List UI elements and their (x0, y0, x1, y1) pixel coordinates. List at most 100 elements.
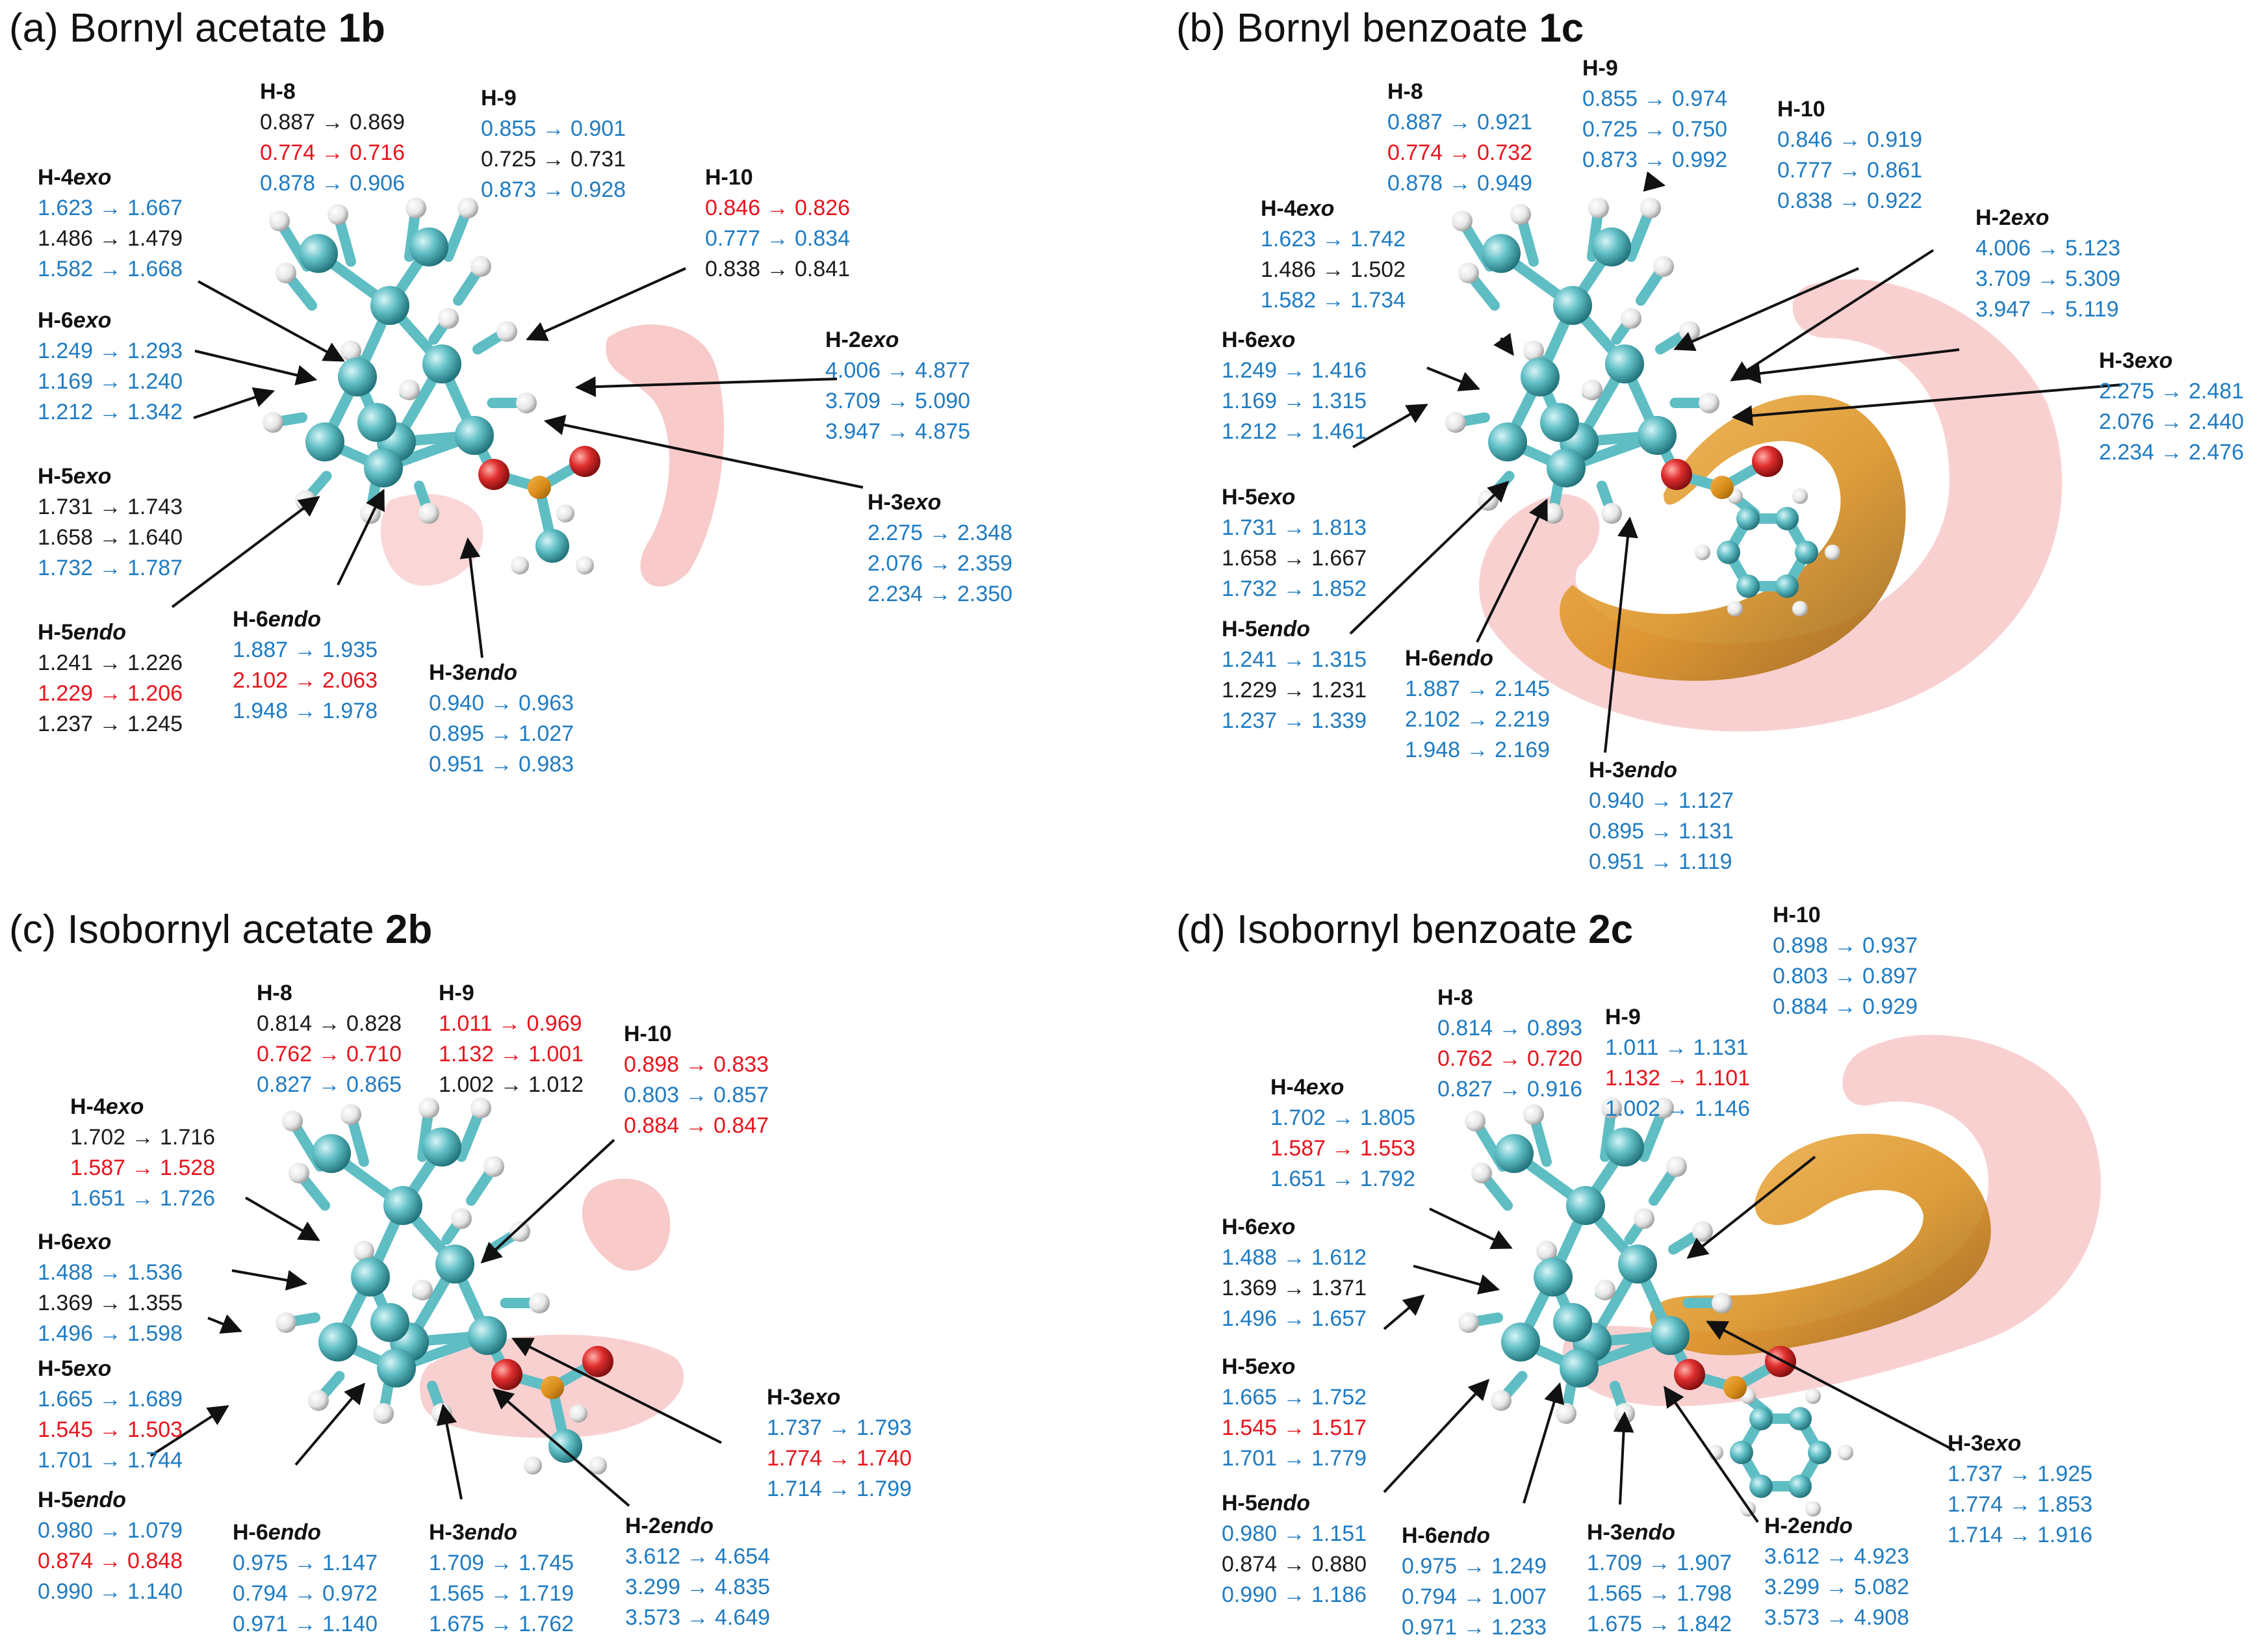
carbonyl-carbon (1723, 1376, 1747, 1399)
hydrogen-atom (373, 1403, 394, 1424)
shift-value: 0.990 → 1.186 (1222, 1582, 1367, 1607)
carbon-atom (377, 1349, 416, 1387)
proton-name: H-5endo (38, 620, 127, 645)
shift-value: 1.714 → 1.799 (767, 1477, 912, 1501)
oxygen-atom (478, 459, 509, 490)
shift-value: 3.947 → 5.119 (1975, 297, 2119, 322)
hydrogen-atom (289, 1163, 309, 1183)
oxygen-atom (569, 446, 600, 477)
pointer-arrow (294, 1382, 366, 1466)
shift-value: 1.249 → 1.293 (38, 339, 183, 363)
proton-name: H-3endo (1587, 1520, 1676, 1545)
hydrogen-atom (1595, 1280, 1615, 1300)
shift-value: 1.582 → 1.668 (38, 257, 183, 281)
shift-value: 1.369 → 1.371 (1222, 1276, 1367, 1300)
shield-a-1 (606, 324, 725, 587)
proton-name: H-2exo (1975, 205, 2050, 230)
shift-value: 1.665 → 1.752 (1222, 1385, 1367, 1410)
shift-value: 1.948 → 1.978 (233, 699, 378, 723)
carbon-atom (1788, 1407, 1812, 1431)
hydrogen-atom (569, 1404, 587, 1423)
carbonyl-carbon (528, 476, 551, 499)
shift-value: 1.658 → 1.640 (38, 525, 183, 550)
pointer-arrow (1429, 1207, 1513, 1249)
carbon-atom (1553, 1303, 1592, 1342)
hydrogen-atom (470, 256, 491, 277)
hydrogen-atom (589, 1456, 607, 1475)
carbon-atom (1566, 1186, 1605, 1225)
carbon-atom (1736, 574, 1760, 598)
proton-name: H-8 (260, 79, 296, 104)
carbon-atom (409, 227, 448, 266)
shift-value: 1.737 → 1.793 (767, 1415, 912, 1440)
carbon-atom (1553, 286, 1592, 325)
shift-value: 2.076 → 2.359 (868, 551, 1013, 576)
proton-name: H-6endo (1405, 646, 1494, 671)
shielding-surfaces (380, 279, 2101, 1438)
shift-value: 0.725 → 0.731 (481, 147, 626, 172)
shift-value: 1.623 → 1.742 (1261, 227, 1406, 252)
shield-d-outer (1562, 1035, 2101, 1406)
proton-name: H-4exo (1261, 196, 1335, 221)
shift-value: 3.947 → 4.875 (825, 419, 971, 444)
hydrogen-atom (524, 1456, 542, 1475)
hydrogen-atom (1621, 308, 1641, 329)
oxygen-atom (491, 1359, 522, 1390)
shift-value: 1.545 → 1.517 (1222, 1415, 1367, 1440)
shift-value: 0.774 → 0.716 (260, 140, 405, 165)
shift-value: 0.898 → 0.833 (624, 1052, 769, 1077)
pointer-arrow (492, 1387, 630, 1507)
pointer-arrow (193, 387, 276, 419)
shift-value: 0.895 → 1.131 (1589, 819, 1734, 844)
carbon-atom (1501, 1323, 1540, 1362)
shift-value: 1.709 → 1.745 (429, 1551, 574, 1575)
shift-value: 0.855 → 0.901 (481, 116, 626, 141)
hydrogen-atom (431, 1403, 452, 1424)
hydrogen-atom (556, 504, 574, 523)
hydrogen-atom (1588, 198, 1609, 218)
carbon-atom (1605, 344, 1644, 383)
shift-value: 0.980 → 1.079 (38, 1518, 183, 1543)
pointer-arrow (1523, 1382, 1565, 1504)
pointer-arrow (1426, 367, 1480, 392)
panel-c-title: (c) Isobornyl acetate 2b (9, 907, 433, 952)
shift-value: 0.814 → 0.828 (257, 1011, 402, 1036)
shift-value: 1.169 → 1.315 (1222, 389, 1367, 413)
shift-value: 0.794 → 0.972 (233, 1581, 378, 1606)
shift-value: 1.774 → 1.853 (1948, 1492, 2093, 1517)
shift-value: 0.803 → 0.897 (1773, 964, 1918, 988)
shield-d-inner (1650, 1133, 1991, 1356)
pointer-arrow (1383, 1294, 1425, 1330)
shift-value: 1.169 → 1.240 (38, 369, 183, 394)
hydrogen-atom (1727, 600, 1743, 617)
proton-name: H-5endo (1222, 1491, 1311, 1516)
shift-value: 0.874 → 0.880 (1222, 1552, 1367, 1577)
shield-b-outer (1479, 279, 2063, 732)
proton-name: H-5endo (1222, 617, 1311, 641)
shift-value: 1.948 → 2.169 (1405, 738, 1550, 762)
shift-value: 2.234 → 2.350 (868, 582, 1013, 606)
hydrogen-atom (1666, 1156, 1687, 1177)
hydrogen-atom (1712, 1293, 1732, 1313)
hydrogen-atom (399, 380, 420, 400)
shift-value: 1.587 → 1.553 (1270, 1136, 1416, 1161)
proton-name: H-3endo (429, 1520, 518, 1545)
shift-value: 0.887 → 0.869 (260, 110, 405, 135)
shift-value: 1.565 → 1.719 (429, 1581, 574, 1606)
hydrogen-atom (276, 1312, 296, 1333)
pointer-arrow (526, 267, 686, 341)
